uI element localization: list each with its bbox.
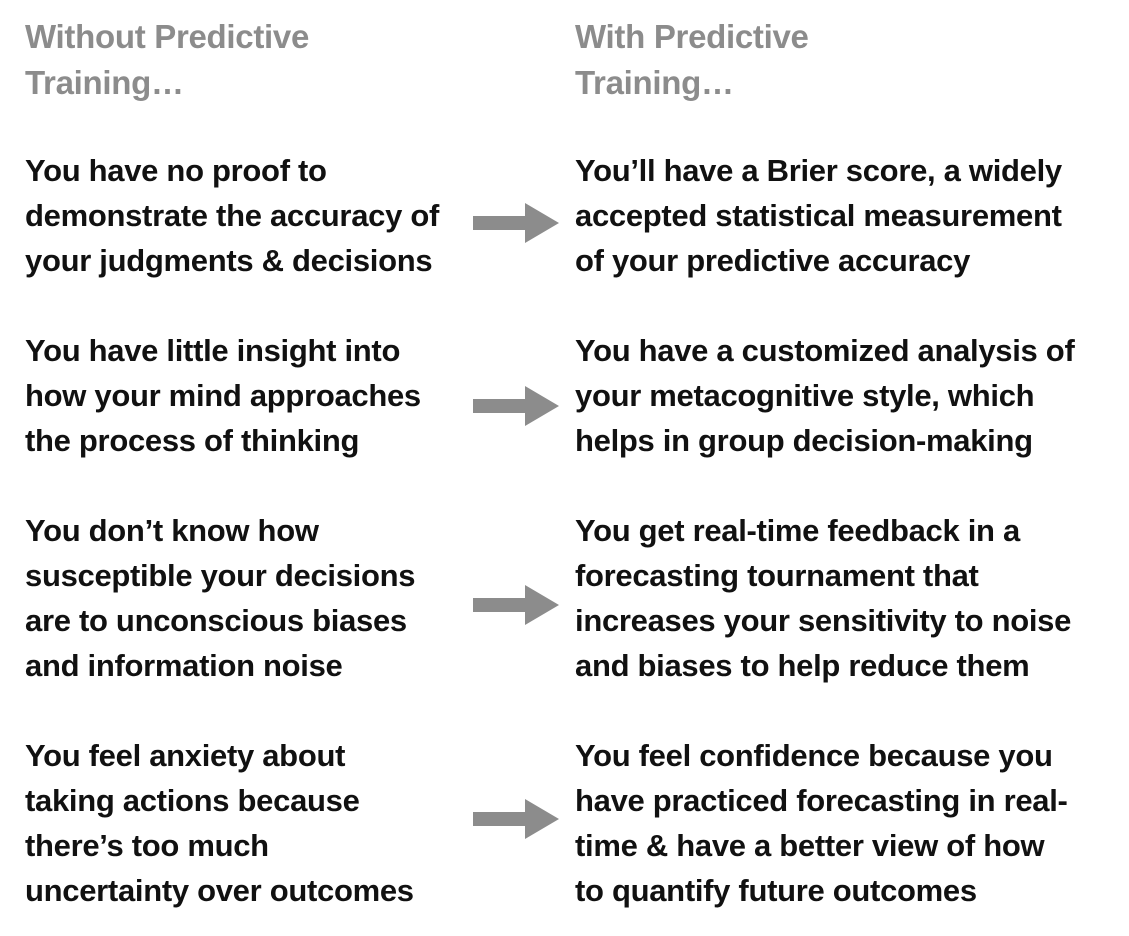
header-with: With Predictive Training… [575,14,1095,106]
row-1-with-line: accepted statistical measurement [575,198,1062,233]
row-1-with-line: You’ll have a Brier score, a widely [575,153,1062,188]
row-4-with: You feel confidence because you have pra… [575,733,1120,913]
row-3-with-line: forecasting tournament that [575,558,979,593]
row-1-without-line: demonstrate the accuracy of [25,198,439,233]
row-3-without-line: are to unconscious biases [25,603,407,638]
header-without: Without Predictive Training… [25,14,465,106]
row-2-without: You have little insight into how your mi… [25,328,475,463]
header-without-line: Training… [25,64,184,101]
header-with-line: Training… [575,64,734,101]
row-4-without: You feel anxiety about taking actions be… [25,733,475,913]
row-2-without-line: how your mind approaches [25,378,421,413]
header-without-line: Without Predictive [25,18,309,55]
row-1-without: You have no proof to demonstrate the acc… [25,148,475,283]
row-4-with-line: You feel confidence because you [575,738,1053,773]
row-2-with-line: You have a customized analysis of [575,333,1075,368]
arrow-right-icon [473,203,559,243]
row-4-without-line: taking actions because [25,783,360,818]
row-3-without-line: You don’t know how [25,513,319,548]
row-4-without-line: uncertainty over outcomes [25,873,414,908]
row-4-without-line: You feel anxiety about [25,738,346,773]
header-with-line: With Predictive [575,18,809,55]
row-2-with-line: helps in group decision-making [575,423,1033,458]
row-4-without-line: there’s too much [25,828,269,863]
row-3-with: You get real-time feedback in a forecast… [575,508,1120,688]
row-2-with-line: your metacognitive style, which [575,378,1035,413]
row-1-without-line: You have no proof to [25,153,327,188]
row-1-without-line: your judgments & decisions [25,243,433,278]
row-4-with-line: time & have a better view of how [575,828,1045,863]
row-2-with: You have a customized analysis of your m… [575,328,1120,463]
row-3-with-line: You get real-time feedback in a [575,513,1020,548]
row-4-with-line: to quantify future outcomes [575,873,977,908]
row-2-without-line: You have little insight into [25,333,401,368]
row-1-with: You’ll have a Brier score, a widely acce… [575,148,1120,283]
row-3-without: You don’t know how susceptible your deci… [25,508,475,688]
arrow-right-icon [473,585,559,625]
row-3-without-line: susceptible your decisions [25,558,416,593]
row-3-with-line: increases your sensitivity to noise [575,603,1072,638]
row-3-with-line: and biases to help reduce them [575,648,1030,683]
row-1-with-line: of your predictive accuracy [575,243,971,278]
row-4-with-line: have practiced forecasting in real- [575,783,1068,818]
arrow-right-icon [473,799,559,839]
arrow-right-icon [473,386,559,426]
row-3-without-line: and information noise [25,648,343,683]
row-2-without-line: the process of thinking [25,423,360,458]
